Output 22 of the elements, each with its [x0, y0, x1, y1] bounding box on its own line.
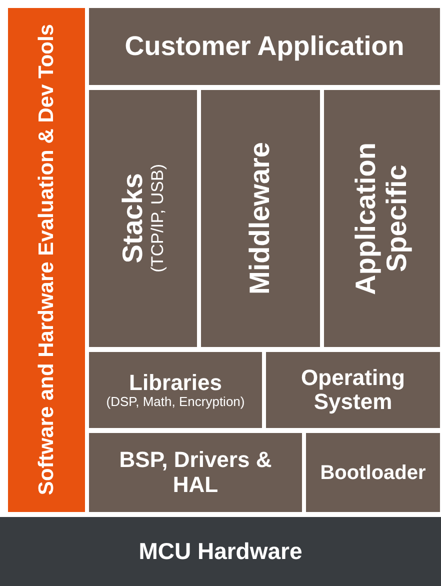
layer-block: [89, 8, 440, 85]
layer-block: [89, 352, 262, 428]
layer-label: Stacks: [118, 173, 150, 264]
layer-label: Operating System: [300, 366, 406, 414]
layer-label: MCU Hardware: [138, 538, 302, 564]
layer-detail: (TCP/IP, USB): [149, 164, 168, 273]
layer-label: Libraries: [129, 370, 222, 395]
layer-block: [89, 433, 302, 512]
layer-block: [306, 433, 440, 512]
layer-label: Customer Application: [124, 32, 404, 62]
layer-block: [89, 90, 197, 347]
tools-label: Software and Hardware Evaluation & Dev Tools: [34, 24, 58, 496]
layer-block: [266, 352, 440, 428]
layer-label: BSP, Drivers & HAL: [118, 448, 273, 497]
hardware-layer: [0, 517, 441, 586]
layer-detail: (DSP, Math, Encryption): [106, 394, 245, 410]
tools-bar: [8, 8, 85, 512]
layer-block: [324, 90, 440, 347]
layer-label: Bootloader: [320, 462, 426, 484]
layer-label: Middleware: [245, 142, 276, 295]
layer-label: Application Specific: [351, 141, 413, 297]
layer-block: [201, 90, 320, 347]
